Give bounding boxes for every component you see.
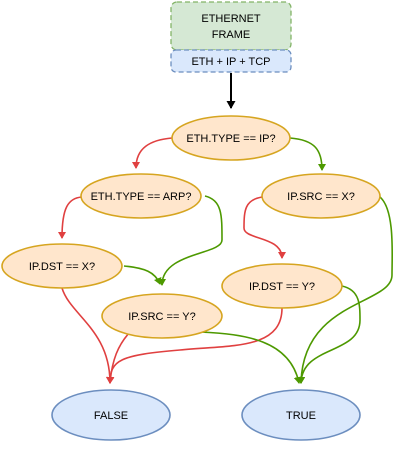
edge-eth-type-ip-no	[132, 137, 173, 169]
frame-headers-label: ETH + IP + TCP	[191, 56, 270, 68]
frame-title-line2: FRAME	[212, 29, 251, 41]
node-eth-type-ip-label: ETH.TYPE == IP?	[186, 133, 275, 145]
node-eth-type-arp: ETH.TYPE == ARP?	[80, 173, 202, 219]
edge-ip-dst-x-yes	[123, 265, 162, 285]
node-ip-src-x-label: IP.SRC == X?	[287, 191, 355, 203]
terminal-shape	[51, 389, 171, 441]
decision-shape	[261, 173, 381, 219]
decision-shape	[221, 263, 343, 309]
node-eth-type-ip: ETH.TYPE == IP?	[171, 115, 291, 161]
ethernet-frame: ETHERNET FRAME ETH + IP + TCP	[170, 1, 292, 73]
edge-eth-type-arp-yes	[158, 195, 223, 286]
edge-ip-src-y-yes	[199, 331, 302, 384]
node-ip-dst-x: IP.DST == X?	[1, 243, 123, 289]
node-true: TRUE	[241, 389, 361, 441]
edge-ip-src-x-yes	[297, 196, 394, 384]
node-ip-src-y-label: IP.SRC == Y?	[128, 311, 195, 323]
node-false-label: FALSE	[94, 410, 128, 422]
edge-ip-src-x-no	[243, 196, 286, 259]
node-ip-dst-y: IP.DST == Y?	[221, 263, 343, 309]
node-ip-dst-x-label: IP.DST == X?	[29, 261, 95, 273]
frame-title-line1: ETHERNET	[201, 13, 261, 25]
node-ip-src-x: IP.SRC == X?	[261, 173, 381, 219]
edge-ip-src-y-no	[106, 331, 131, 384]
edge-ip-dst-x-no	[61, 287, 114, 384]
edge-eth-type-arp-no	[58, 196, 83, 239]
node-false: FALSE	[51, 389, 171, 441]
edge-ip-dst-y-yes	[297, 285, 361, 384]
decision-shape	[80, 173, 202, 219]
node-ip-src-y: IP.SRC == Y?	[101, 293, 223, 339]
frame-headers-box	[170, 49, 292, 73]
edge-ip-dst-y-no	[106, 307, 283, 384]
node-true-label: TRUE	[286, 410, 316, 422]
decision-shape	[171, 115, 291, 161]
edge-eth-type-ip-yes	[289, 137, 326, 171]
frame-title-box	[170, 1, 292, 51]
decision-shape	[1, 243, 123, 289]
terminal-shape	[241, 389, 361, 441]
decision-shape	[101, 293, 223, 339]
node-eth-type-arp-label: ETH.TYPE == ARP?	[91, 191, 192, 203]
node-ip-dst-y-label: IP.DST == Y?	[249, 281, 315, 293]
